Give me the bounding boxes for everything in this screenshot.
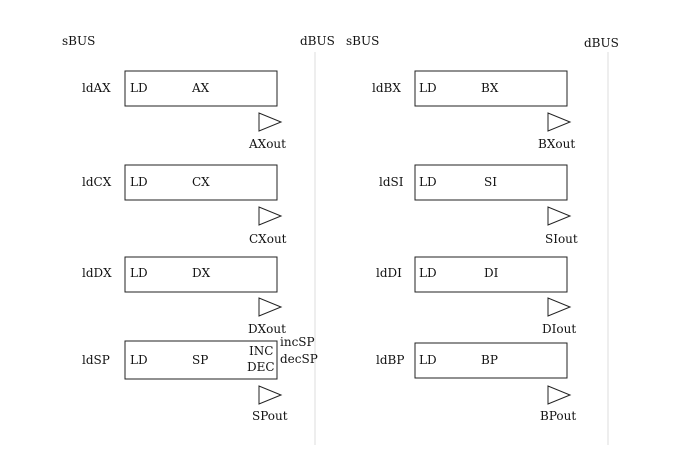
register-name: DI [484, 266, 499, 280]
output-signal-label: DIout [542, 322, 577, 336]
register-box-di [414, 256, 568, 293]
register-name: DX [192, 266, 211, 280]
load-port-label: LD [130, 175, 148, 189]
register-box-sp [124, 340, 278, 380]
load-port-label: LD [130, 266, 148, 280]
output-buffer-sp-icon [258, 385, 283, 405]
register-name: CX [192, 175, 210, 189]
register-box-si [414, 164, 568, 201]
load-signal-label: ldDX [82, 266, 112, 280]
dec-port-label: DEC [247, 360, 275, 374]
load-signal-label: ldDI [376, 266, 402, 280]
output-signal-label: CXout [249, 232, 287, 246]
load-signal-label: ldSP [82, 353, 110, 367]
load-signal-label: ldSI [379, 175, 404, 189]
output-signal-label: BPout [540, 409, 577, 423]
left-sbus-label: sBUS [62, 34, 96, 48]
dec-signal-label: decSP [280, 352, 318, 366]
right-dbus-label: dBUS [584, 36, 619, 50]
load-port-label: LD [419, 81, 437, 95]
load-port-label: LD [130, 81, 148, 95]
output-signal-label: AXout [249, 137, 286, 151]
register-name: SP [192, 353, 209, 367]
right-sbus-label: sBUS [346, 34, 380, 48]
load-port-label: LD [130, 353, 148, 367]
output-buffer-di-icon [547, 297, 572, 317]
load-port-label: LD [419, 175, 437, 189]
register-box-cx [124, 164, 278, 201]
output-buffer-si-icon [547, 206, 572, 226]
output-signal-label: SIout [545, 232, 578, 246]
register-box-bp [414, 342, 568, 379]
load-port-label: LD [419, 266, 437, 280]
register-name: BP [481, 353, 498, 367]
output-signal-label: DXout [248, 322, 286, 336]
output-signal-label: SPout [252, 409, 288, 423]
register-name: SI [484, 175, 497, 189]
output-buffer-bp-icon [547, 385, 572, 405]
output-signal-label: BXout [538, 137, 576, 151]
register-name: BX [481, 81, 499, 95]
load-signal-label: ldBP [376, 353, 405, 367]
register-box-dx [124, 256, 278, 293]
output-buffer-cx-icon [258, 206, 283, 226]
register-box-ax [124, 70, 278, 107]
load-signal-label: ldAX [82, 81, 111, 95]
load-signal-label: ldBX [372, 81, 401, 95]
output-buffer-dx-icon [258, 297, 283, 317]
load-port-label: LD [419, 353, 437, 367]
output-buffer-ax-icon [258, 112, 283, 132]
output-buffer-bx-icon [547, 112, 572, 132]
load-signal-label: ldCX [82, 175, 112, 189]
inc-signal-label: incSP [280, 335, 315, 349]
register-box-bx [414, 70, 568, 107]
left-dbus-label: dBUS [300, 34, 335, 48]
register-name: AX [192, 81, 210, 95]
inc-port-label: INC [249, 344, 274, 358]
